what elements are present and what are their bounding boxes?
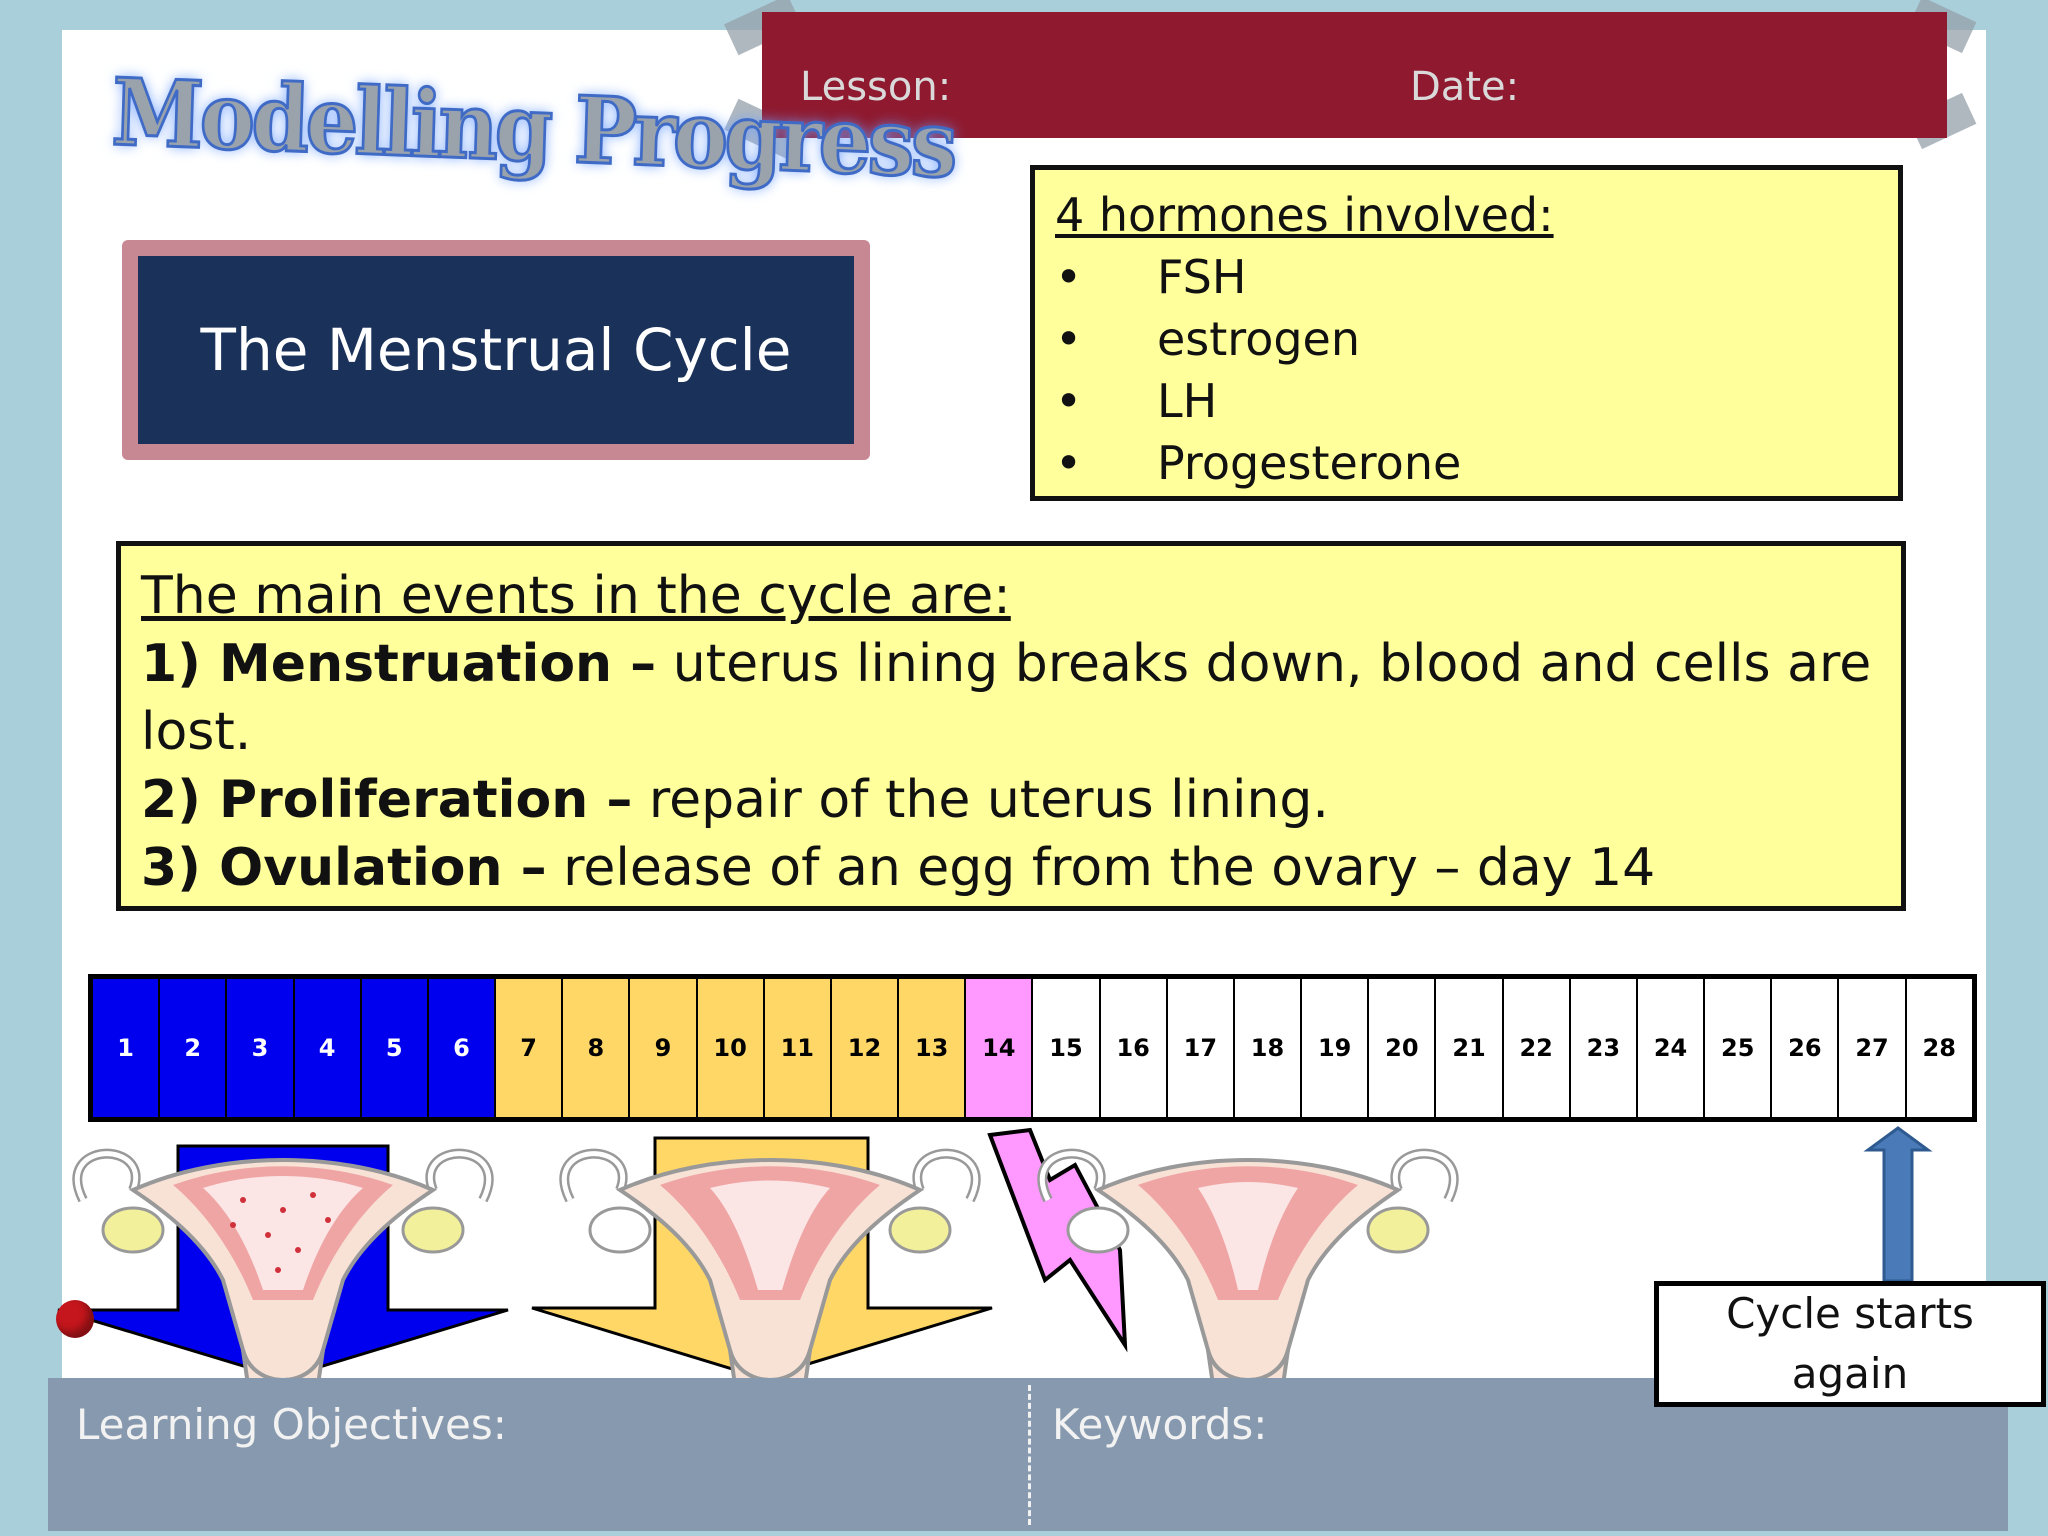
day-cell-19: 19 <box>1302 979 1370 1117</box>
day-cell-17: 17 <box>1167 979 1235 1117</box>
lesson-banner: Lesson: Date: <box>762 12 1947 138</box>
arrow-up-icon <box>1863 1126 1933 1283</box>
day-cell-6: 6 <box>428 979 497 1117</box>
day-cell-4: 4 <box>294 979 362 1117</box>
pushpin-icon <box>56 1300 94 1338</box>
hormones-heading: 4 hormones involved: <box>1055 188 1554 242</box>
day-cell-7: 7 <box>496 979 564 1117</box>
date-label: Date: <box>1410 64 1520 110</box>
day-cell-20: 20 <box>1369 979 1437 1117</box>
day-cell-5: 5 <box>361 979 429 1117</box>
day-cell-14: 14 <box>966 979 1034 1117</box>
hormone-item: •Progesterone <box>1055 436 1462 490</box>
page-title: The Menstrual Cycle <box>200 316 792 384</box>
day-cell-21: 21 <box>1436 979 1504 1117</box>
event-item: 2) Proliferation – repair of the uterus … <box>141 770 1329 830</box>
day-cell-27: 27 <box>1839 979 1907 1117</box>
day-cell-24: 24 <box>1637 979 1706 1117</box>
hormone-item: •estrogen <box>1055 312 1361 366</box>
learning-objectives-label: Learning Objectives: <box>76 1400 507 1449</box>
day-cell-2: 2 <box>160 979 228 1117</box>
day-cell-16: 16 <box>1100 979 1168 1117</box>
uterus-diagram-proliferation <box>559 1148 981 1437</box>
day-cell-8: 8 <box>563 979 631 1117</box>
day-cell-23: 23 <box>1570 979 1638 1117</box>
footer-divider <box>1028 1385 1031 1525</box>
day-cell-18: 18 <box>1234 979 1303 1117</box>
title-card: The Menstrual Cycle <box>122 240 870 460</box>
day-cell-13: 13 <box>899 979 967 1117</box>
day-cell-11: 11 <box>764 979 832 1117</box>
lesson-label: Lesson: <box>800 64 952 110</box>
ovulation-arrow <box>987 1127 1128 1353</box>
event-item: 3) Ovulation – release of an egg from th… <box>141 838 1656 898</box>
day-cell-12: 12 <box>831 979 900 1117</box>
event-item: 1) Menstruation – uterus lining breaks d… <box>141 634 1872 762</box>
day-cell-28: 28 <box>1906 979 1972 1117</box>
day-cell-15: 15 <box>1033 979 1101 1117</box>
uterus-diagram-ovulation <box>1037 1148 1459 1437</box>
cycle-again-label: Cycle starts again <box>1654 1281 2046 1407</box>
day-cell-3: 3 <box>227 979 295 1117</box>
hormone-item: •FSH <box>1055 250 1247 304</box>
keywords-label: Keywords: <box>1052 1400 1268 1449</box>
title-card-inner: The Menstrual Cycle <box>138 256 854 444</box>
hormones-box: 4 hormones involved: •FSH •estrogen •LH … <box>1030 165 1903 501</box>
day-cell-10: 10 <box>697 979 765 1117</box>
day-cell-25: 25 <box>1705 979 1773 1117</box>
hormone-item: •LH <box>1055 374 1218 428</box>
uterus-diagram-menstruation <box>72 1148 494 1437</box>
day-cell-9: 9 <box>630 979 698 1117</box>
events-box: The main events in the cycle are: 1) Men… <box>116 541 1906 911</box>
events-heading: The main events in the cycle are: <box>141 566 1011 626</box>
day-cell-1: 1 <box>93 979 161 1117</box>
day-cell-26: 26 <box>1772 979 1840 1117</box>
day-cell-22: 22 <box>1503 979 1571 1117</box>
